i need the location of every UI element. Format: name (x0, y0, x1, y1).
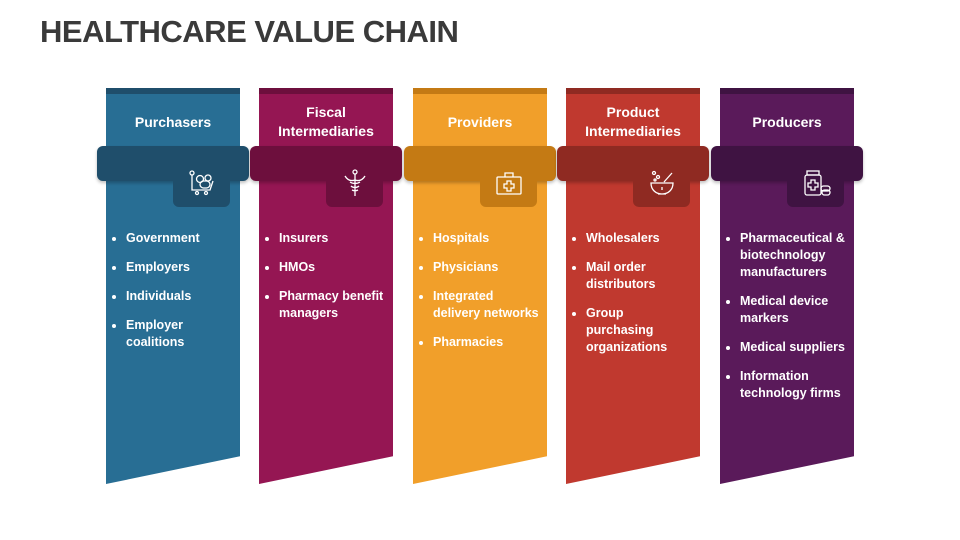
column-providers: Providers HospitalsPhysiciansIntegrated … (404, 88, 556, 484)
icon-tab (633, 170, 690, 207)
caduceus-icon (343, 168, 366, 196)
list-item: Mail order distributors (586, 259, 694, 293)
list-item: Pharmaceutical & biotechnology manufactu… (740, 230, 848, 281)
column-heading: Fiscal Intermediaries (278, 104, 374, 139)
bullet-list: GovernmentEmployersIndividualsEmployer c… (114, 230, 234, 363)
icon-tab (173, 169, 230, 207)
list-item: Medical device markers (740, 293, 848, 327)
column-producers: Producers Pharmaceutical & biotechnology… (711, 88, 863, 484)
column-heading: Providers (447, 113, 513, 130)
first-aid-kit-icon (495, 171, 522, 195)
list-item: Pharmacy benefit managers (279, 288, 387, 322)
list-item: HMOs (279, 259, 387, 276)
bullet-list: InsurersHMOsPharmacy benefit managers (267, 230, 387, 334)
list-item: Physicians (433, 259, 541, 276)
list-item: Pharmacies (433, 334, 541, 351)
list-item: Hospitals (433, 230, 541, 247)
column-product-intermediaries: Product Intermediaries WholesalersMail o… (557, 88, 709, 484)
top-strip (566, 88, 700, 94)
list-item: Individuals (126, 288, 234, 305)
list-item: Integrated delivery networks (433, 288, 541, 322)
bullet-list: WholesalersMail order distributorsGroup … (574, 230, 694, 368)
medicine-bottle-icon (803, 169, 831, 196)
column-heading: Purchasers (134, 113, 212, 130)
column-fiscal-intermediaries: Fiscal Intermediaries InsurersHMOsPharma… (250, 88, 402, 484)
column-heading: Producers (752, 113, 822, 130)
column-heading: Product Intermediaries (585, 104, 681, 139)
bullet-list: HospitalsPhysiciansIntegrated delivery n… (421, 230, 541, 363)
top-strip (720, 88, 854, 94)
icon-tab (787, 169, 844, 207)
top-strip (106, 88, 240, 94)
top-strip (413, 88, 547, 94)
list-item: Wholesalers (586, 230, 694, 247)
column-purchasers: Purchasers GovernmentEmployersIndividual… (97, 88, 249, 484)
slide-title: HEALTHCARE VALUE CHAIN (40, 14, 459, 49)
icon-tab (326, 168, 383, 207)
icon-tab (480, 171, 537, 207)
list-item: Medical suppliers (740, 339, 848, 356)
medicine-cart-icon (188, 169, 214, 195)
list-item: Employers (126, 259, 234, 276)
list-item: Group purchasing organizations (586, 305, 694, 356)
list-item: Government (126, 230, 234, 247)
list-item: Employer coalitions (126, 317, 234, 351)
mortar-pestle-icon (649, 170, 674, 195)
top-strip (259, 88, 393, 94)
list-item: Insurers (279, 230, 387, 247)
list-item: Information technology firms (740, 368, 848, 402)
bullet-list: Pharmaceutical & biotechnology manufactu… (728, 230, 848, 414)
